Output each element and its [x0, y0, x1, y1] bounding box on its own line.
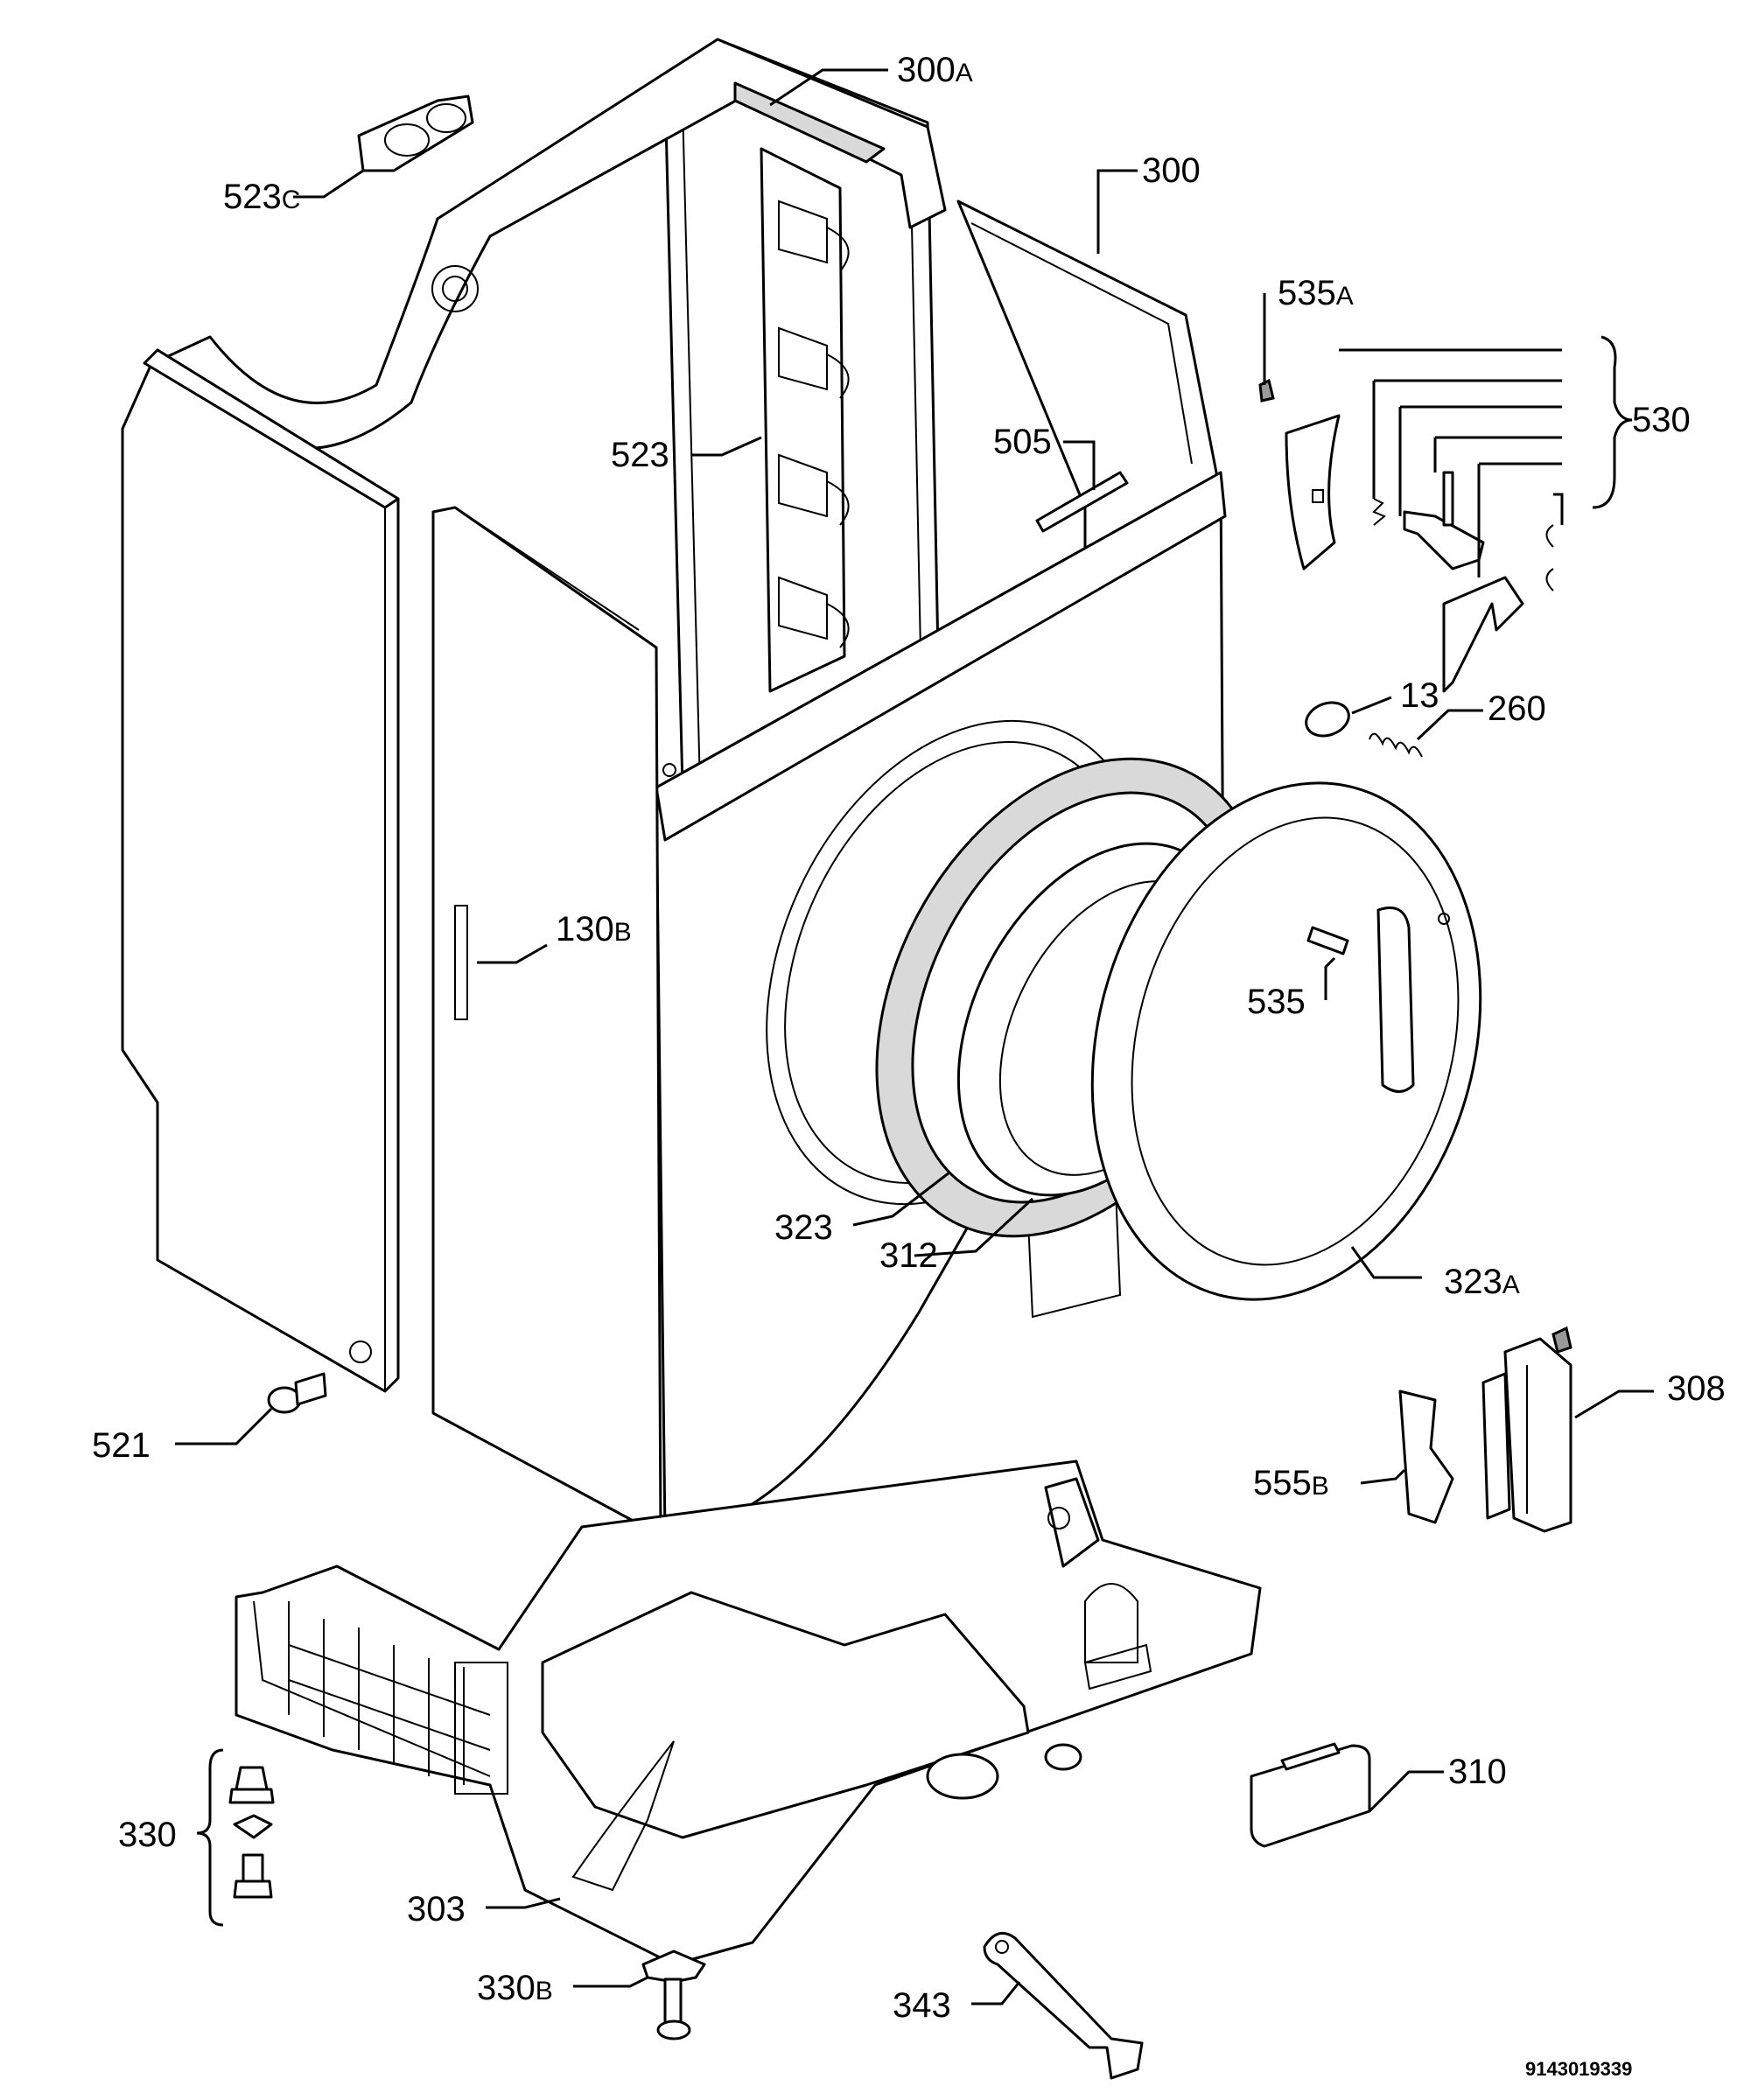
base-frame-303 [235, 1460, 1262, 1966]
callout-130b: 130B [556, 910, 632, 948]
callout-530: 530 [1632, 401, 1691, 439]
callout-555b: 555B [1253, 1464, 1329, 1502]
rod-505 [1035, 471, 1129, 533]
callout-343: 343 [893, 1986, 951, 2025]
callout-308: 308 [1667, 1369, 1726, 1408]
callout-300: 300 [1142, 151, 1201, 190]
callout-505: 505 [993, 423, 1052, 461]
foot-330b [641, 1950, 706, 2040]
hinge-308 [1481, 1326, 1572, 1533]
rear-bracket-523 [760, 147, 850, 693]
screws-330 [228, 1766, 275, 1899]
plate-555b [1398, 1390, 1454, 1524]
side-panel-left [121, 348, 400, 1393]
callout-330: 330 [118, 1816, 177, 1854]
door-assembly [875, 757, 1482, 1301]
callout-323a: 323A [1444, 1263, 1520, 1301]
lock-parts-530 [1258, 378, 1554, 758]
callout-535: 535 [1247, 983, 1306, 1021]
wrench-343 [983, 1931, 1144, 2080]
callout-310: 310 [1448, 1753, 1507, 1791]
callout-330b: 330B [477, 1969, 553, 2007]
callout-523: 523 [611, 436, 669, 474]
callout-535a: 535A [1278, 274, 1354, 312]
callout-323: 323 [774, 1208, 833, 1247]
callout-303: 303 [407, 1890, 466, 1928]
callout-260: 260 [1488, 690, 1546, 728]
front-panel-130b [431, 506, 662, 1537]
callout-13: 13 [1400, 676, 1439, 715]
hose-clip-523c [357, 94, 474, 172]
leader-lines [175, 68, 1654, 2006]
callout-523c: 523C [223, 178, 301, 216]
screw-521 [267, 1372, 327, 1414]
service-flap-310 [1250, 1742, 1371, 1848]
callout-521: 521 [92, 1426, 151, 1465]
document-number: 9143019339 [1525, 2058, 1633, 2080]
callout-312: 312 [879, 1236, 938, 1275]
callout-300a: 300A [897, 51, 973, 89]
